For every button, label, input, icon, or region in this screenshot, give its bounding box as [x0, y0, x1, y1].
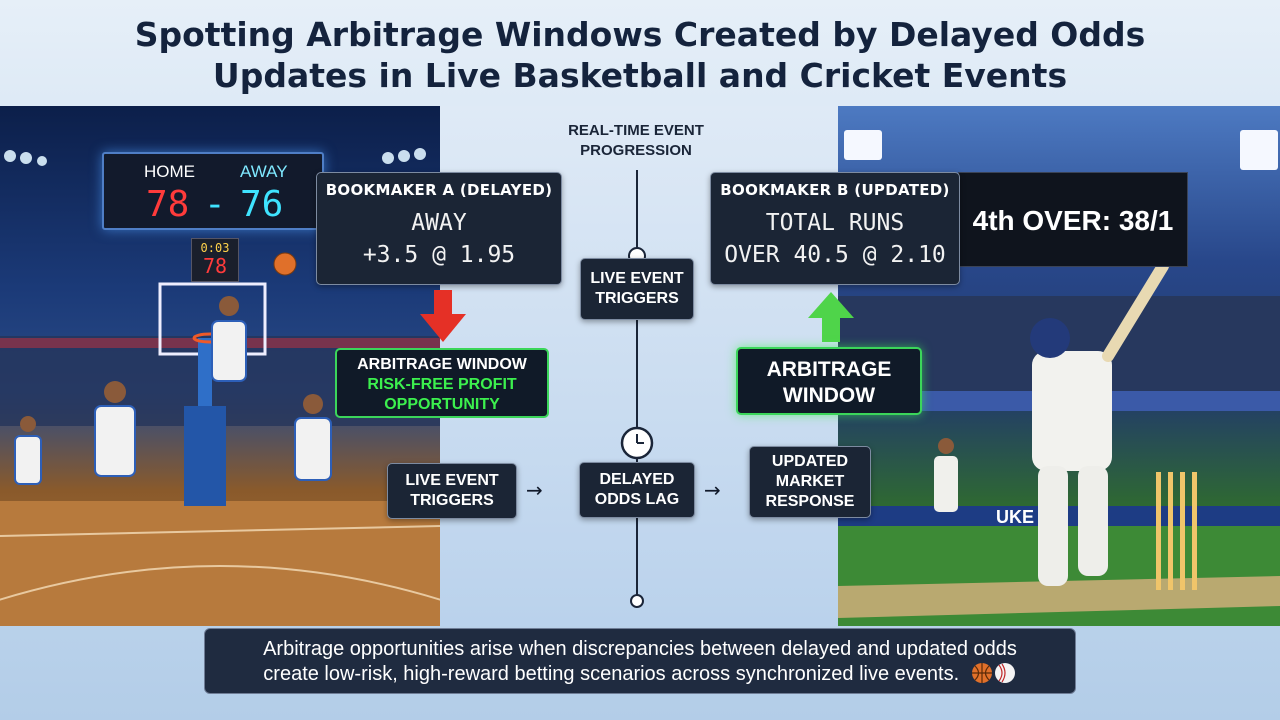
- timeline-label-line-2: PROGRESSION: [580, 142, 692, 159]
- arbitrage-window-left: ARBITRAGE WINDOW RISK-FREE PROFIT OPPORT…: [335, 348, 549, 418]
- arbitrage-window-right: ARBITRAGE WINDOW: [736, 347, 922, 415]
- down-arrow-icon: [420, 290, 466, 342]
- over-scoreboard: 4th OVER: 38/1: [958, 172, 1188, 267]
- timeline-trigger-line-1: LIVE EVENT: [590, 270, 684, 287]
- bookmaker-a-line-1: AWAY: [411, 210, 467, 236]
- footer-line-2: create low-risk, high-reward betting sce…: [205, 662, 1075, 687]
- home-score: 78: [146, 184, 190, 225]
- footer-line-1: Arbitrage opportunities arise when discr…: [263, 638, 1017, 660]
- bookmaker-b-line-2: OVER 40.5 @ 2.10: [724, 242, 946, 268]
- bookmaker-b-line-1: TOTAL RUNS: [765, 210, 905, 236]
- flow-step3-line-3: RESPONSE: [765, 493, 855, 510]
- flow-step2-line-2: ODDS LAG: [594, 491, 680, 508]
- shot-clock-time: 0:03: [200, 241, 230, 255]
- shot-clock: 0:03 78: [191, 238, 239, 282]
- arb-left-line-3: OPPORTUNITY: [384, 396, 500, 413]
- arb-left-line-2: RISK-FREE PROFIT: [367, 376, 517, 393]
- shot-clock-score: 78: [202, 254, 228, 278]
- timeline-trigger-box: LIVE EVENT TRIGGERS: [580, 258, 694, 320]
- flow-step3-line-1: UPDATED: [771, 453, 849, 470]
- bookmaker-b-card: BOOKMAKER B (UPDATED) TOTAL RUNS OVER 40…: [710, 172, 960, 285]
- svg-text:UKE: UKE: [996, 507, 1034, 527]
- page-title: Spotting Arbitrage Windows Created by De…: [0, 14, 1280, 96]
- flow-arrow-1: →: [526, 478, 543, 502]
- timeline-node-bottom: [630, 594, 644, 608]
- arb-right-line-2: WINDOW: [782, 384, 876, 407]
- timeline-label: REAL-TIME EVENT PROGRESSION: [541, 121, 731, 161]
- timeline-axis: [620, 170, 654, 608]
- up-arrow-icon: [808, 292, 854, 342]
- basketball-scoreboard: HOME AWAY 78 - 76: [102, 152, 324, 230]
- away-score: 76: [240, 184, 284, 225]
- bookmaker-a-line-2: +3.5 @ 1.95: [362, 242, 516, 268]
- score-separator: -: [204, 184, 226, 225]
- home-label: HOME: [144, 162, 195, 181]
- flow-arrow-2: →: [704, 478, 721, 502]
- flow-step-live-event: LIVE EVENT TRIGGERS: [387, 463, 517, 519]
- away-label: AWAY: [240, 162, 288, 181]
- timeline-trigger-line-2: TRIGGERS: [595, 290, 679, 307]
- arb-right-line-1: ARBITRAGE: [766, 358, 892, 381]
- title-line-2: Updates in Live Basketball and Cricket E…: [212, 56, 1068, 95]
- timeline-label-line-1: REAL-TIME EVENT: [568, 122, 704, 139]
- flow-step-delayed-odds: DELAYED ODDS LAG: [579, 462, 695, 518]
- cricket-ball-icon: [994, 663, 1015, 683]
- bookmaker-a-header: BOOKMAKER A (DELAYED): [325, 181, 553, 199]
- flow-step3-line-2: MARKET: [775, 473, 845, 490]
- bookmaker-a-card: BOOKMAKER A (DELAYED) AWAY +3.5 @ 1.95: [316, 172, 562, 285]
- bookmaker-b-header: BOOKMAKER B (UPDATED): [720, 181, 950, 199]
- basketball-icon: [971, 663, 992, 683]
- flow-step2-line-1: DELAYED: [599, 471, 675, 488]
- title-line-1: Spotting Arbitrage Windows Created by De…: [134, 15, 1146, 54]
- footer-caption: Arbitrage opportunities arise when discr…: [204, 628, 1076, 694]
- ball-icons: [971, 663, 1015, 683]
- arb-left-line-1: ARBITRAGE WINDOW: [357, 356, 527, 373]
- footer-line-2-text: create low-risk, high-reward betting sce…: [263, 663, 960, 685]
- flow-step-updated-market: UPDATED MARKET RESPONSE: [749, 446, 871, 518]
- basketball-illustration: [0, 148, 440, 626]
- flow-step1-line-2: TRIGGERS: [410, 492, 494, 509]
- flow-step1-line-1: LIVE EVENT: [405, 472, 499, 489]
